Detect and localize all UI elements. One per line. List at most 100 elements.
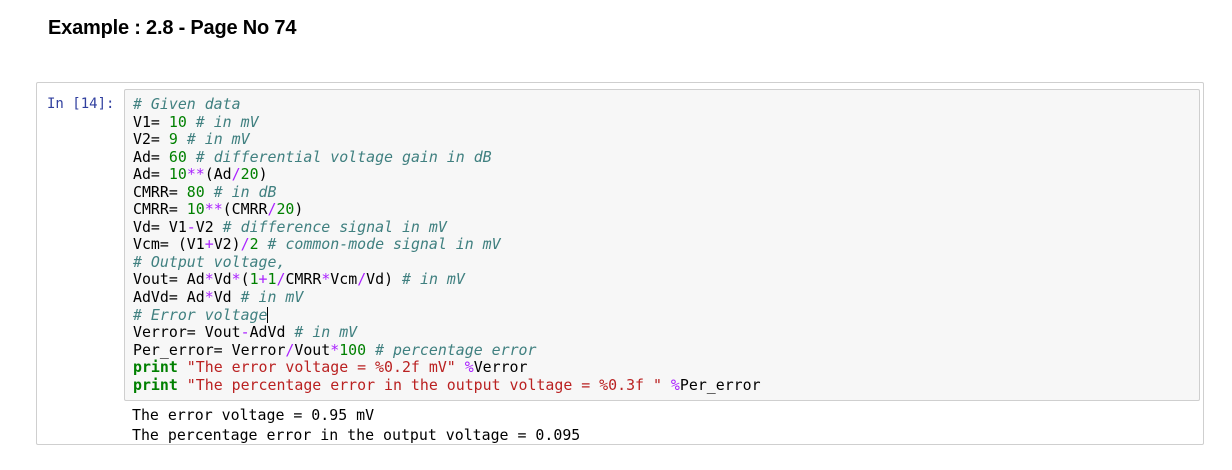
code-comment: # in mV [195,112,259,131]
code-text: V1= [133,112,169,131]
code-operator: + [258,270,268,289]
code-comment: # in dB [213,182,277,201]
code-line[interactable]: AdVd= Ad*Vd # in mV [133,288,761,307]
code-text: Verror [473,358,528,377]
code-text [178,358,187,376]
code-number: 60 [168,147,187,166]
code-text: ) [294,200,304,219]
code-text: V2= [133,130,169,149]
code-line[interactable]: Verror= Vout-AdVd # in mV [133,323,761,342]
code-comment: # differential voltage gain in dB [195,147,492,166]
output-line: The error voltage = 0.95 mV [132,406,375,424]
code-line[interactable]: Vd= V1-V2 # difference signal in mV [133,217,761,237]
text-cursor [267,306,269,323]
code-operator: ** [204,200,223,219]
code-text: Vd [213,288,241,307]
code-text: V2 [195,217,223,236]
code-comment: # Error voltage [133,305,268,324]
code-text: Verror= Vout [133,323,241,342]
code-number: 20 [276,200,295,219]
code-number: 9 [168,130,178,149]
code-text: CMRR [285,270,322,289]
code-text: Vd) [366,270,403,289]
code-operator: * [231,270,241,289]
code-text: Vcm [330,270,358,289]
code-text [456,358,465,376]
code-keyword: print [133,358,178,377]
code-line[interactable]: print "The error voltage = %0.2f mV" %Ve… [133,358,761,377]
code-comment: # in mV [240,288,304,307]
code-operator: / [231,165,241,184]
code-text: Vd [213,270,232,289]
page-heading: Example : 2.8 - Page No 74 [48,17,297,39]
code-string: "The error voltage = %0.2f mV" [186,358,456,377]
code-operator: * [204,288,214,307]
code-number: 1 [267,270,277,289]
code-keyword: print [133,375,178,394]
code-operator: ** [186,165,205,184]
code-text [187,148,196,166]
code-text [662,376,671,394]
code-text: Vout [294,340,331,359]
code-string: "The percentage error in the output volt… [186,375,662,394]
code-operator: * [204,270,214,289]
code-number: 100 [339,340,367,359]
code-text: Vd= V1 [133,217,187,236]
code-comment: # in mV [294,323,358,342]
input-prompt: In [14]: [47,96,115,112]
code-text [178,376,187,394]
code-comment: # percentage error [375,340,537,359]
code-line[interactable]: Ad= 10**(Ad/20) [133,165,761,184]
code-number: 20 [240,165,259,184]
code-operator: / [240,235,250,254]
code-operator: / [276,270,286,289]
code-comment: # difference signal in mV [222,217,447,236]
code-operator: % [464,358,474,377]
code-line[interactable]: CMRR= 80 # in dB [133,182,761,202]
code-operator: - [240,323,250,342]
code-number: 2 [249,235,259,254]
code-number: 80 [186,182,205,201]
code-text [187,113,196,131]
code-text [178,130,187,148]
code-text: ) [258,165,268,184]
code-line[interactable]: Vout= Ad*Vd*(1+1/CMRR*Vcm/Vd) # in mV [133,271,761,289]
code-line[interactable]: V1= 10 # in mV [133,112,761,132]
code-text: Vout= Ad [133,270,205,289]
code-text: ( [240,270,250,289]
code-text [259,235,268,253]
code-operator: / [267,200,277,219]
code-line[interactable]: Vcm= (V1+V2)/2 # common-mode signal in m… [133,236,761,254]
code-operator: * [330,340,340,359]
code-line[interactable]: print "The percentage error in the outpu… [133,375,761,395]
code-text: AdVd= Ad [133,288,205,307]
code-text: V2) [213,235,241,254]
code-operator: % [670,375,680,394]
code-text: (Ad [204,165,232,184]
code-text: Per_error= Verror [133,340,286,359]
code-line[interactable]: CMRR= 10**(CMRR/20) [133,201,761,219]
code-operator: - [186,217,196,236]
code-line[interactable]: Ad= 60 # differential voltage gain in dB [133,147,761,167]
code-line[interactable]: # Given data [133,95,761,114]
code-comment: # common-mode signal in mV [267,235,501,254]
code-comment: # Output voltage, [133,252,286,271]
code-line[interactable]: Per_error= Verror/Vout*100 # percentage … [133,340,761,360]
code-text: Vcm= (V1 [133,235,205,254]
code-line[interactable]: # Output voltage, [133,252,761,272]
code-text: (CMRR [222,200,268,219]
code-line[interactable]: # Error voltage [133,305,761,325]
code-comment: # Given data [133,95,241,113]
code-line[interactable]: V2= 9 # in mV [133,130,761,149]
code-text [205,183,214,201]
code-operator: / [285,340,295,359]
code-text: Per_error [679,375,761,394]
code-operator: / [357,270,367,289]
code-text: Ad= [133,147,169,166]
code-number: 1 [249,270,259,289]
code-text: CMRR= [133,200,187,219]
